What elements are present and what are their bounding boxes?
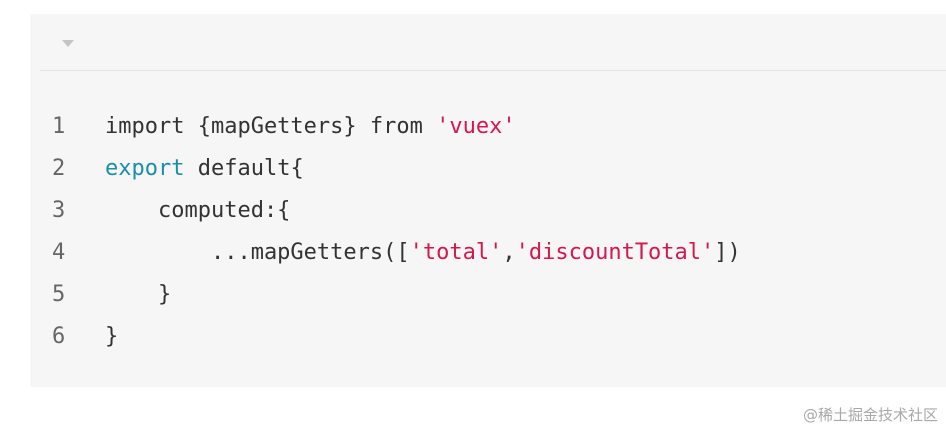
code-block: 1 import {mapGetters} from 'vuex' 2 export … bbox=[30, 14, 946, 387]
line-number: 1 bbox=[52, 114, 66, 139]
line-number: 4 bbox=[52, 240, 66, 265]
watermark: @稀土掘金技术社区 bbox=[802, 406, 938, 424]
caret-down-icon[interactable] bbox=[60, 36, 76, 48]
line-code: export default{ bbox=[105, 148, 304, 190]
line-code: import {mapGetters} from 'vuex' bbox=[105, 106, 516, 148]
code-token-plain: default{ bbox=[184, 156, 304, 181]
code-token-plain: , bbox=[502, 240, 516, 265]
line-code: ...mapGetters(['total','discountTotal']) bbox=[105, 232, 741, 274]
code-token-plain: ]) bbox=[714, 240, 741, 265]
code-token-string: 'total' bbox=[409, 240, 503, 265]
code-token-plain: import {mapGetters} from bbox=[105, 114, 437, 139]
code-token-string: 'vuex' bbox=[436, 114, 516, 139]
line-code: } bbox=[105, 316, 118, 358]
line-number: 6 bbox=[52, 324, 66, 349]
line-number: 5 bbox=[52, 282, 66, 307]
code-token-keyword: export bbox=[105, 156, 185, 181]
code-token-plain: } bbox=[105, 282, 172, 307]
code-token-plain: ...mapGetters([ bbox=[105, 240, 410, 265]
code-block-header bbox=[40, 14, 946, 71]
line-code: } bbox=[105, 274, 171, 316]
code-token-string: 'discountTotal' bbox=[515, 240, 715, 265]
line-number: 2 bbox=[52, 156, 66, 181]
code-token-plain: computed:{ bbox=[105, 198, 291, 223]
line-number: 3 bbox=[52, 198, 66, 223]
code-token-plain: } bbox=[105, 324, 119, 349]
line-code: computed:{ bbox=[105, 190, 290, 232]
